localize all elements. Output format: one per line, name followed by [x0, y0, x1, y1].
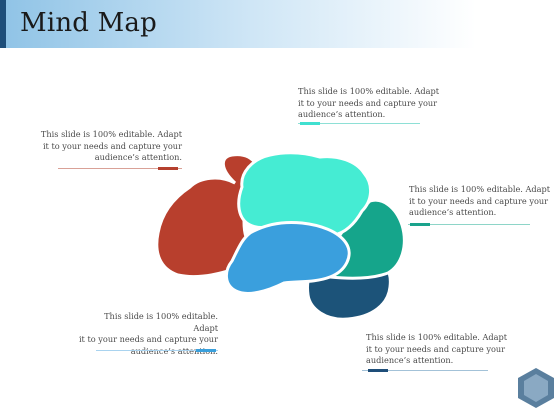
note-line: it to your needs and capture your — [298, 97, 438, 108]
brain-illustration — [155, 151, 406, 321]
note-right-lower-rule — [362, 370, 488, 371]
note-right-upper-rule — [408, 224, 530, 225]
note-line: This slide is 100% editable. Adapt — [298, 86, 440, 96]
note-line: it to your needs and capture your — [78, 334, 218, 344]
note-line: This slide is 100% editable. Adapt — [40, 129, 182, 139]
note-line: it to your needs and capture your — [42, 140, 182, 151]
note-top-center-rule — [298, 123, 420, 124]
note-line: audience’s attention. — [409, 207, 497, 217]
note-left-upper: This slide is 100% editable. Adapt it to… — [40, 129, 182, 164]
note-line: This slide is 100% editable. Adapt — [409, 184, 551, 194]
note-top-center-accent — [300, 122, 320, 125]
note-line: This slide is 100% editable. Adapt — [366, 332, 508, 342]
page-title: Mind Map — [20, 8, 157, 38]
note-line: it to your needs and capture your — [409, 195, 549, 206]
note-right-upper: This slide is 100% editable. Adapt it to… — [409, 184, 550, 219]
brain-lobe-temporal — [225, 221, 351, 295]
note-left-lower-rule — [96, 350, 218, 351]
note-top-center: This slide is 100% editable. Adapt it to… — [298, 86, 439, 121]
note-line: it to your needs and capture your — [366, 343, 506, 354]
note-left-lower-accent — [196, 349, 216, 352]
note-right-lower: This slide is 100% editable. Adapt it to… — [366, 332, 507, 367]
decorative-hexagon-icon — [518, 368, 554, 408]
title-bar: Mind Map — [0, 0, 560, 48]
note-line: audience’s attention. — [366, 355, 454, 365]
note-right-lower-accent — [368, 369, 388, 372]
note-left-upper-rule — [58, 168, 182, 169]
note-line: audience’s attention. — [298, 109, 386, 119]
note-right-upper-accent — [410, 223, 430, 226]
note-line: This slide is 100% editable. Adapt — [104, 311, 218, 333]
title-accent-bar — [0, 0, 6, 48]
note-left-upper-accent — [158, 167, 178, 170]
note-line: audience’s attention. — [94, 152, 182, 162]
